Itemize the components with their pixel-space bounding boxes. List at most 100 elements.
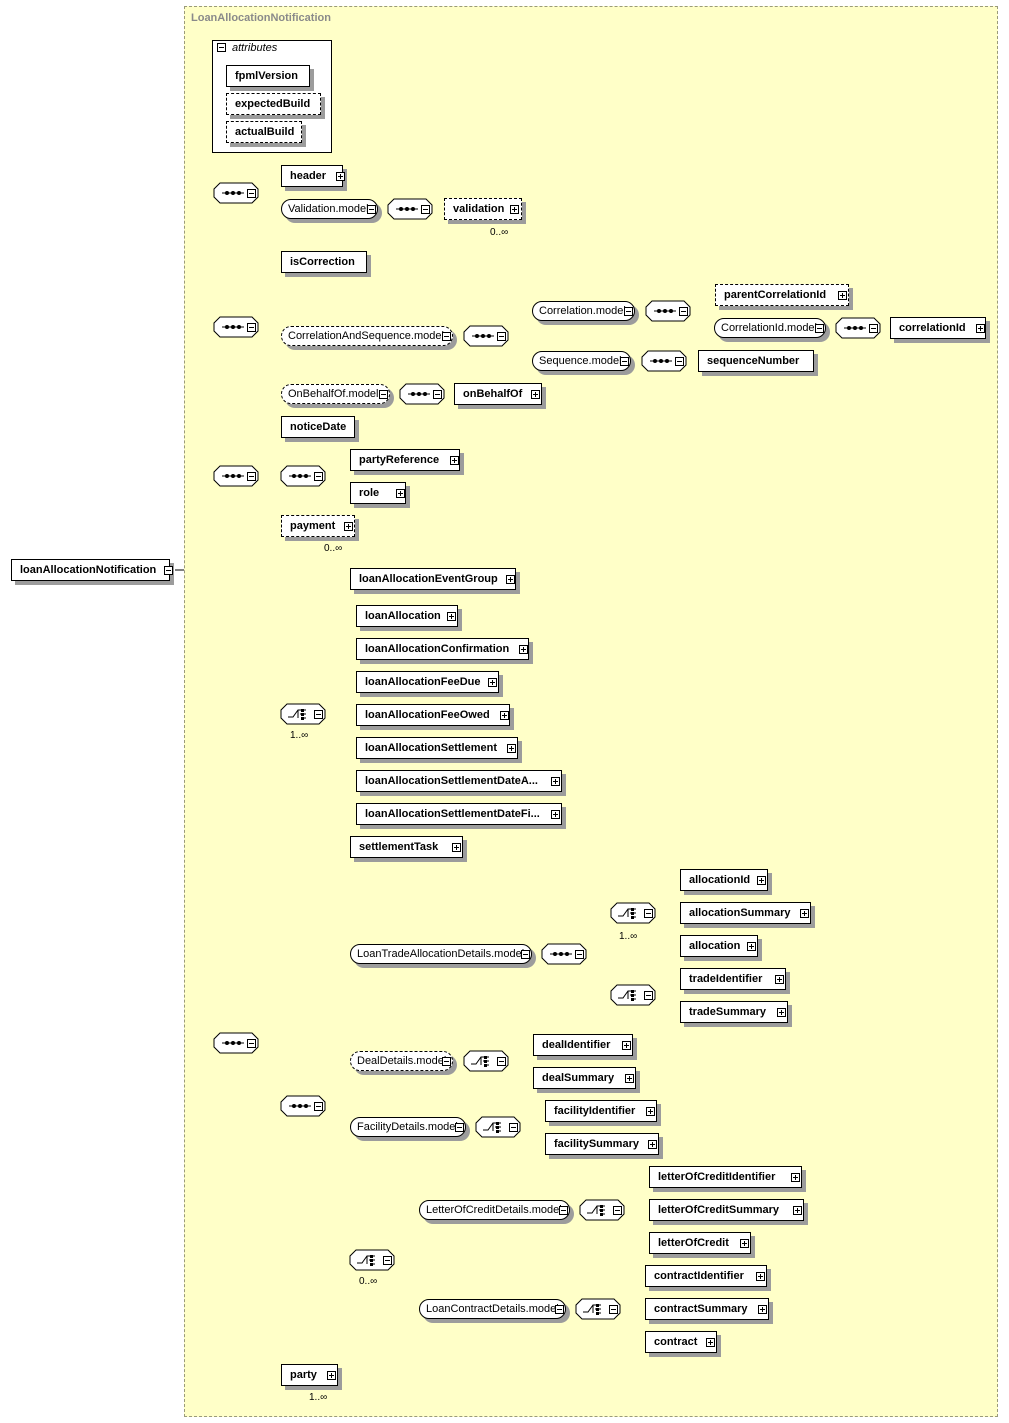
element-sequence-number[interactable]: sequenceNumber (698, 350, 814, 372)
element-allocation-summary[interactable]: allocationSummary (680, 902, 811, 924)
expand-icon[interactable] (646, 1107, 655, 1116)
collapse-icon[interactable] (455, 1123, 464, 1132)
element-letter-of-credit[interactable]: letterOfCredit (649, 1232, 751, 1254)
expand-icon[interactable] (488, 678, 497, 687)
element-loan-allocation-settlement-date-a[interactable]: loanAllocationSettlementDateA... (356, 770, 562, 792)
group-facility-details-model[interactable]: FacilityDetails.model (350, 1117, 466, 1137)
collapse-icon[interactable] (164, 566, 173, 575)
group-deal-details-model[interactable]: DealDetails.model (350, 1051, 453, 1071)
expand-icon[interactable] (500, 711, 509, 720)
element-loan-allocation-settlement[interactable]: loanAllocationSettlement (356, 737, 518, 759)
attribute-fpml-version[interactable]: fpmlVersion (226, 65, 310, 87)
collapse-icon[interactable] (575, 950, 584, 959)
element-facility-summary[interactable]: facilitySummary (545, 1133, 659, 1155)
element-facility-identifier[interactable]: facilityIdentifier (545, 1100, 657, 1122)
expand-icon[interactable] (450, 456, 459, 465)
element-correlation-id[interactable]: correlationId (890, 317, 986, 339)
collapse-icon[interactable] (442, 1057, 451, 1066)
root-element-loan-allocation-notification[interactable]: loanAllocationNotification (11, 559, 170, 581)
attribute-actual-build[interactable]: actualBuild (226, 121, 302, 143)
element-letter-of-credit-identifier[interactable]: letterOfCreditIdentifier (649, 1166, 802, 1188)
collapse-icon[interactable] (624, 307, 633, 316)
element-contract[interactable]: contract (645, 1331, 717, 1353)
collapse-icon[interactable] (679, 307, 688, 316)
expand-icon[interactable] (740, 1239, 749, 1248)
element-party[interactable]: party (281, 1364, 338, 1386)
collapse-icon[interactable] (509, 1123, 518, 1132)
element-allocation[interactable]: allocation (680, 935, 758, 957)
collapse-icon[interactable] (497, 332, 506, 341)
expand-icon[interactable] (622, 1041, 631, 1050)
collapse-icon[interactable] (367, 205, 376, 214)
expand-icon[interactable] (551, 810, 560, 819)
collapse-icon[interactable] (869, 324, 878, 333)
expand-icon[interactable] (648, 1140, 657, 1149)
element-allocation-id[interactable]: allocationId (680, 869, 768, 891)
expand-icon[interactable] (775, 975, 784, 984)
element-parent-correlation-id[interactable]: parentCorrelationId (715, 284, 849, 306)
expand-icon[interactable] (758, 1305, 767, 1314)
collapse-icon[interactable] (247, 1039, 256, 1048)
expand-icon[interactable] (777, 1008, 786, 1017)
element-payment[interactable]: payment (281, 515, 355, 537)
expand-icon[interactable] (757, 876, 766, 885)
collapse-icon[interactable] (644, 991, 653, 1000)
expand-icon[interactable] (344, 522, 353, 531)
group-correlation-id-model[interactable]: CorrelationId.model (714, 318, 826, 338)
element-loan-allocation-settlement-date-fi[interactable]: loanAllocationSettlementDateFi... (356, 803, 562, 825)
element-loan-allocation-confirmation[interactable]: loanAllocationConfirmation (356, 638, 529, 660)
expand-icon[interactable] (447, 612, 456, 621)
element-loan-allocation-fee-due[interactable]: loanAllocationFeeDue (356, 671, 499, 693)
collapse-icon[interactable] (620, 357, 629, 366)
expand-icon[interactable] (793, 1206, 802, 1215)
collapse-icon[interactable] (815, 324, 824, 333)
element-loan-allocation[interactable]: loanAllocation (356, 605, 458, 627)
element-on-behalf-of[interactable]: onBehalfOf (454, 383, 542, 405)
collapse-icon[interactable] (675, 357, 684, 366)
element-role[interactable]: role (350, 482, 406, 504)
expand-icon[interactable] (396, 489, 405, 498)
expand-icon[interactable] (452, 843, 461, 852)
expand-icon[interactable] (800, 909, 809, 918)
element-trade-summary[interactable]: tradeSummary (680, 1001, 788, 1023)
element-validation[interactable]: validation (444, 198, 522, 220)
expand-icon[interactable] (756, 1272, 765, 1281)
collapse-icon[interactable] (247, 472, 256, 481)
element-contract-summary[interactable]: contractSummary (645, 1298, 769, 1320)
collapse-icon[interactable] (217, 43, 226, 52)
collapse-icon[interactable] (247, 323, 256, 332)
expand-icon[interactable] (510, 205, 519, 214)
collapse-icon[interactable] (497, 1057, 506, 1066)
expand-icon[interactable] (706, 1338, 715, 1347)
group-validation-model[interactable]: Validation.model (281, 199, 378, 219)
group-letter-of-credit-details-model[interactable]: LetterOfCreditDetails.model (419, 1200, 570, 1220)
collapse-icon[interactable] (521, 950, 530, 959)
expand-icon[interactable] (506, 575, 515, 584)
expand-icon[interactable] (531, 390, 540, 399)
collapse-icon[interactable] (442, 332, 451, 341)
collapse-icon[interactable] (555, 1305, 564, 1314)
collapse-icon[interactable] (314, 1102, 323, 1111)
attribute-expected-build[interactable]: expectedBuild (226, 93, 321, 115)
group-sequence-model[interactable]: Sequence.model (532, 351, 631, 371)
collapse-icon[interactable] (559, 1206, 568, 1215)
element-trade-identifier[interactable]: tradeIdentifier (680, 968, 786, 990)
group-loan-trade-allocation-details-model[interactable]: LoanTradeAllocationDetails.model (350, 944, 532, 964)
collapse-icon[interactable] (609, 1305, 618, 1314)
collapse-icon[interactable] (644, 909, 653, 918)
collapse-icon[interactable] (433, 390, 442, 399)
expand-icon[interactable] (747, 942, 756, 951)
expand-icon[interactable] (551, 777, 560, 786)
element-settlement-task[interactable]: settlementTask (350, 836, 463, 858)
element-letter-of-credit-summary[interactable]: letterOfCreditSummary (649, 1199, 804, 1221)
expand-icon[interactable] (327, 1371, 336, 1380)
collapse-icon[interactable] (379, 390, 388, 399)
element-deal-summary[interactable]: dealSummary (533, 1067, 636, 1089)
expand-icon[interactable] (976, 324, 985, 333)
expand-icon[interactable] (519, 645, 528, 654)
element-contract-identifier[interactable]: contractIdentifier (645, 1265, 767, 1287)
group-loan-contract-details-model[interactable]: LoanContractDetails.model (419, 1299, 566, 1319)
expand-icon[interactable] (507, 744, 516, 753)
collapse-icon[interactable] (613, 1206, 622, 1215)
expand-icon[interactable] (336, 172, 345, 181)
